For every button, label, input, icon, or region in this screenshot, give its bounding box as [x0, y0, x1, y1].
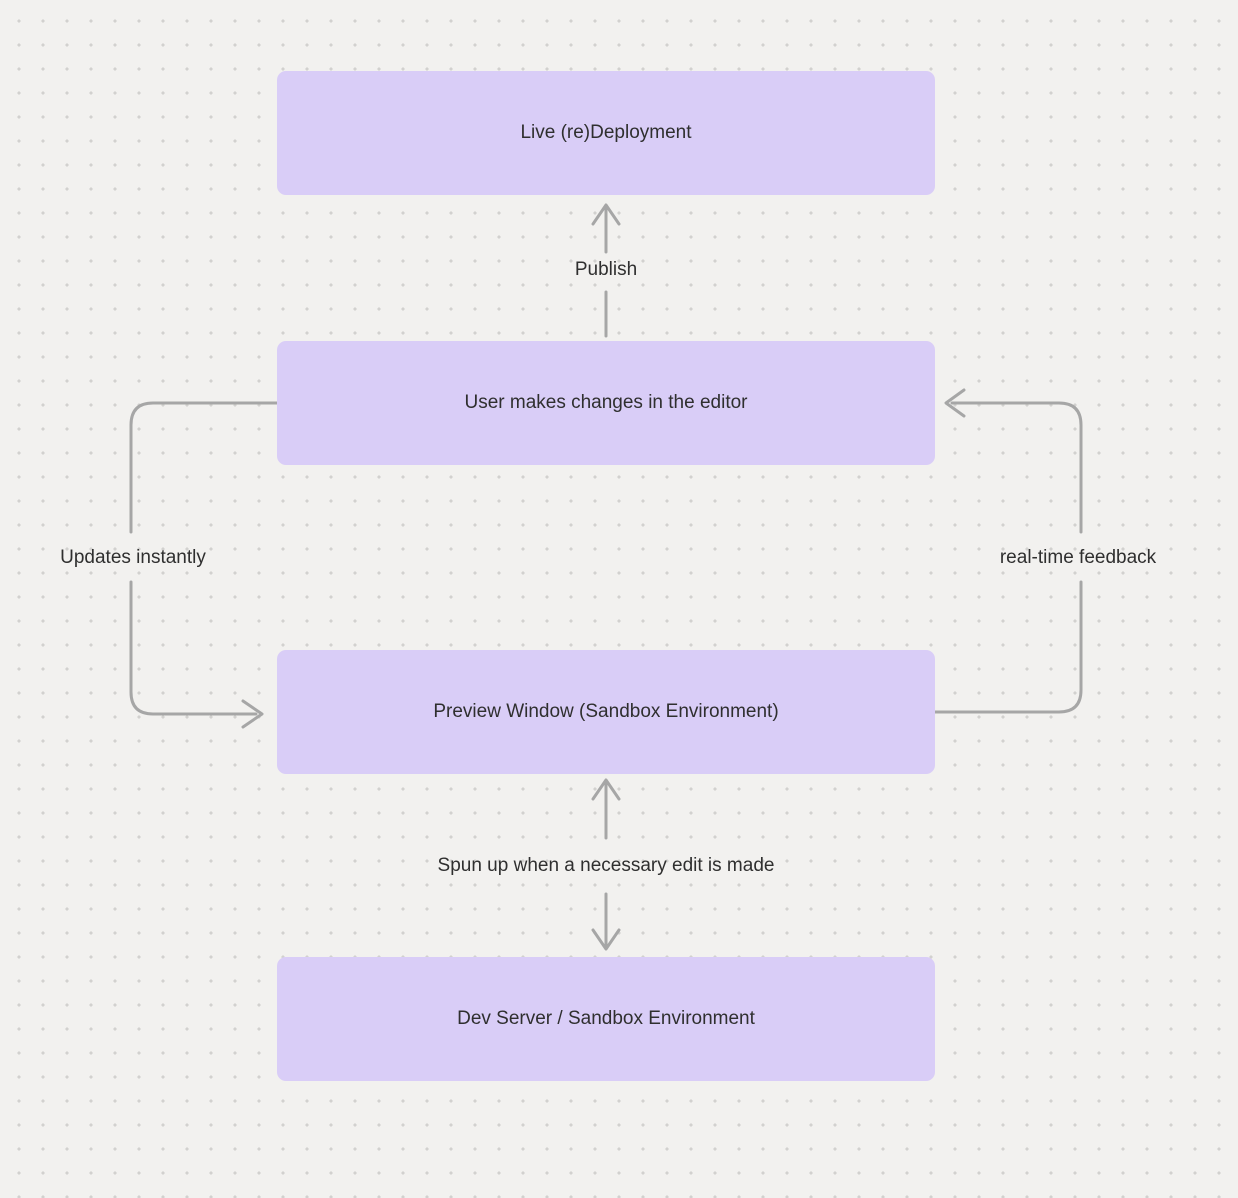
node-preview-window-label: Preview Window (Sandbox Environment): [433, 700, 779, 722]
arrowhead-right-icon: [241, 699, 264, 729]
edge-feedback-line-upper: [950, 401, 1083, 534]
edge-label-publish: Publish: [574, 259, 638, 280]
node-live-deployment: Live (re)Deployment: [277, 71, 935, 195]
node-user-editor-label: User makes changes in the editor: [464, 391, 748, 413]
edge-updates-line-upper: [129, 401, 279, 534]
edge-updates-line-lower: [129, 580, 258, 716]
node-user-editor: User makes changes in the editor: [277, 341, 935, 465]
node-dev-server: Dev Server / Sandbox Environment: [277, 957, 935, 1081]
node-preview-window: Preview Window (Sandbox Environment): [277, 650, 935, 774]
edge-label-updates-instantly: Updates instantly: [60, 547, 206, 568]
edge-label-spun-up: Spun up when a necessary edit is made: [437, 855, 775, 876]
edge-feedback-line-lower: [933, 580, 1083, 714]
edge-label-realtime-feedback: real-time feedback: [999, 547, 1157, 568]
node-dev-server-label: Dev Server / Sandbox Environment: [457, 1007, 755, 1029]
arrowhead-up-icon: [591, 778, 621, 801]
node-live-deployment-label: Live (re)Deployment: [520, 121, 692, 143]
arrowhead-left-icon: [944, 388, 966, 418]
arrowhead-down-icon: [591, 928, 621, 951]
arrowhead-up-icon: [591, 203, 621, 226]
